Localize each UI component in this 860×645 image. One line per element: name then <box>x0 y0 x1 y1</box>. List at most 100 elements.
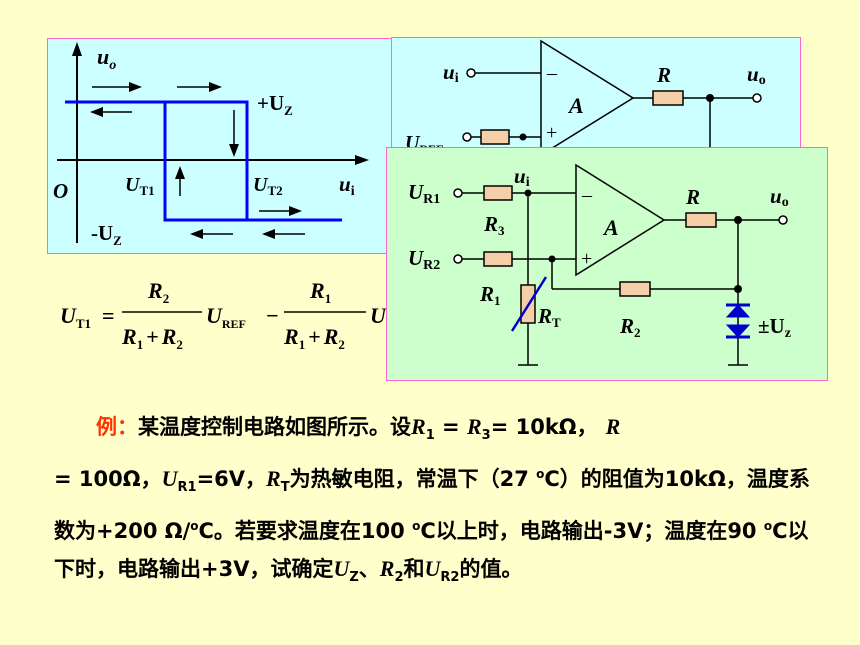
ur1-label: UR1 <box>408 180 440 207</box>
opamp-plus: + <box>581 248 592 270</box>
sub-t: T <box>280 480 290 496</box>
threshold-formula: UT1 = R2 R1+R2 UREF − R1 R1+R2 U <box>60 278 387 352</box>
x-axis-arrow <box>355 155 369 165</box>
comp-ref-resistor <box>480 129 510 145</box>
problem-text-3: = 100Ω， <box>54 467 162 492</box>
comp-amp-label: A <box>567 93 584 118</box>
y-axis-label: uo <box>97 44 116 73</box>
temperature-control-circuit: UR1 R3 ui R1 RT UR2 – A + R uo R2 ±Uz <box>386 147 828 381</box>
sub-r2: R2 <box>440 570 460 586</box>
var-ur2: U <box>424 556 441 582</box>
r2-resistor <box>619 281 651 297</box>
deg-1: o <box>536 467 545 482</box>
formula-eq: = <box>102 303 115 328</box>
problem-text-11: 和 <box>403 557 425 582</box>
output-terminal <box>778 215 788 225</box>
right-arrow-lower <box>259 206 302 216</box>
var-uz: U <box>333 556 350 582</box>
problem-text-8: C以上时，电路输出-3V；温度在90 <box>420 519 764 544</box>
var-ur1: U <box>161 466 178 492</box>
left-arrow-upper <box>90 107 132 117</box>
var-r: R <box>605 414 621 439</box>
high-level-label: +UZ <box>257 91 293 118</box>
opamp-label: A <box>602 215 619 240</box>
comp-minus: – <box>546 62 558 84</box>
threshold1-label: UT1 <box>125 174 155 198</box>
deg-4: o <box>763 519 773 534</box>
eq-1: = <box>434 415 467 439</box>
comp-output-terminal <box>752 93 762 103</box>
deg-3: o <box>412 519 421 534</box>
comp-input-label: ui <box>443 60 459 86</box>
origin-label: O <box>53 179 68 203</box>
left-arrow-lower-2 <box>262 229 305 239</box>
ur1-terminal <box>453 188 463 198</box>
problem-text-5: 为热敏电阻，常温下（27 <box>289 467 537 492</box>
problem-text-6: C）的阻值为10kΩ，温度系数为+200 Ω/ <box>54 467 810 544</box>
hysteresis-panel: uo +UZ O UT1 UT2 ui -UZ <box>47 38 397 254</box>
sub-r1: R1 <box>177 480 197 496</box>
deg-2: o <box>190 519 199 534</box>
comparator-circuit: ui – A + R uo UREF <box>391 37 801 153</box>
problem-text-4: =6V， <box>196 467 267 492</box>
y-axis-arrow <box>72 42 82 56</box>
comp-input-terminal <box>466 68 476 78</box>
fraction1-numerator: R2 <box>147 278 169 306</box>
r-resistor <box>685 212 717 228</box>
problem-statement: 例：某温度控制电路如图所示。设R1 = R3= 10kΩ，R= 100Ω，UR1… <box>54 408 814 598</box>
var-r2: R <box>379 556 395 582</box>
up-arrow <box>175 166 185 196</box>
low-level-label: -UZ <box>91 221 122 248</box>
comp-plus: + <box>546 122 557 144</box>
problem-text-1: 某温度控制电路如图所示。设 <box>138 415 411 439</box>
left-arrow-lower-1 <box>190 229 233 239</box>
down-arrow <box>229 110 239 157</box>
example-label: 例： <box>96 415 138 439</box>
problem-text-12: 的值。 <box>459 557 523 582</box>
formula-minus: − <box>266 303 279 328</box>
problem-text-7: C。若要求温度在100 <box>198 519 413 544</box>
formula-uref: UREF <box>206 303 246 331</box>
r3-resistor <box>483 185 513 201</box>
r-label: R <box>685 185 700 209</box>
sub-1: 1 <box>425 428 435 444</box>
problem-text-9: C以下时，电路输出+3V，试确定 <box>54 519 809 582</box>
comp-opamp <box>540 39 635 153</box>
comp-resistor <box>652 90 684 106</box>
comp-output-label: uo <box>747 62 766 88</box>
ui-label: ui <box>514 164 530 190</box>
zener-label: ±Uz <box>758 314 791 341</box>
hysteresis-curve-lower <box>163 102 342 222</box>
problem-text-10: 、 <box>358 557 380 582</box>
problem-text-2: = 10kΩ， <box>490 415 598 439</box>
sub-3: 3 <box>481 428 491 444</box>
x-axis-label: ui <box>339 172 355 199</box>
fraction2-numerator: R1 <box>309 278 331 306</box>
r2-label: R2 <box>619 314 641 340</box>
formula-lhs: UT1 <box>60 303 91 331</box>
var-rt: R <box>266 466 281 492</box>
opamp-minus: – <box>581 184 593 206</box>
comp-resistor-label: R <box>656 63 671 87</box>
fraction1-denominator: R1+R2 <box>121 324 183 352</box>
threshold2-label: UT2 <box>253 174 283 198</box>
ur2-terminal <box>453 254 463 264</box>
sub-z: Z <box>349 570 359 586</box>
r3-label: R3 <box>483 212 505 238</box>
right-arrow-upper-1 <box>92 82 142 92</box>
formula-u: U <box>370 303 387 328</box>
sub-2: 2 <box>394 570 404 586</box>
thermistor-slash <box>510 276 548 332</box>
var-r3: R <box>466 414 482 439</box>
var-r1: R <box>411 414 426 439</box>
zener-diodes <box>725 303 751 339</box>
ur2-label: UR2 <box>408 246 440 273</box>
rt-label: RT <box>537 304 561 330</box>
hysteresis-curve <box>65 100 249 220</box>
fraction2-denominator: R1+R2 <box>283 324 345 352</box>
right-arrow-upper-2 <box>177 82 222 92</box>
ur2-resistor <box>483 251 513 267</box>
r1-label: R1 <box>479 282 501 308</box>
output-label: uo <box>770 184 789 210</box>
opamp <box>575 163 666 277</box>
